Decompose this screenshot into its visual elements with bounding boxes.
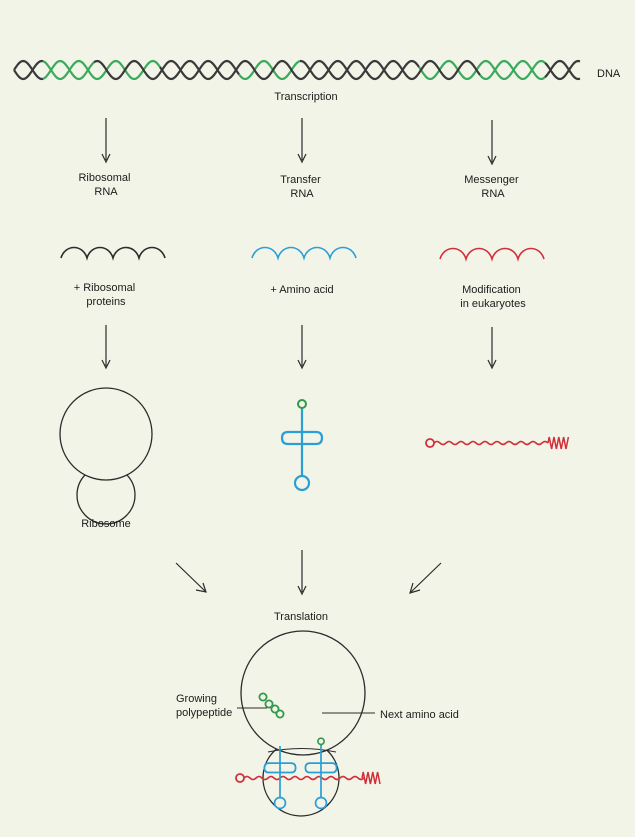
- translation-label: Translation: [274, 611, 328, 623]
- arrow-to-transfer-rna: [297, 118, 307, 164]
- dna-strand-a: [238, 59, 301, 81]
- transfer-rna-strand: [251, 246, 357, 261]
- arrow-to-trna-structure: [297, 325, 307, 370]
- dna-strand-b: [544, 59, 581, 81]
- dna-strand-b: [42, 59, 95, 81]
- growing-polypeptide-label: Growing polypeptide: [176, 693, 232, 719]
- arrow-to-ribosome: [101, 325, 111, 370]
- translation-complex: [235, 630, 381, 817]
- ribosomal-proteins-label: + Ribosomal proteins: [74, 282, 139, 308]
- ribosomal-rna-label: Ribosomal RNA: [78, 172, 133, 198]
- trna-with-next-amino-acid: [304, 737, 338, 810]
- ribosome-label: Ribosome: [81, 518, 131, 530]
- arrow-trna-to-translation: [297, 550, 307, 596]
- ribosome-shape: [59, 387, 153, 525]
- trna-cloverleaf: [280, 399, 324, 492]
- modification-label: Modification in eukaryotes: [460, 284, 526, 310]
- messenger-rna-strand: [439, 247, 545, 262]
- trna-with-polypeptide: [263, 746, 297, 810]
- amino-acid-bead: [317, 737, 325, 746]
- arrow-to-messenger-rna: [487, 120, 497, 166]
- arrow-to-ribosomal-rna: [101, 118, 111, 164]
- dna-label: DNA: [597, 68, 621, 80]
- translating-mrna: [235, 771, 381, 785]
- transcription-label: Transcription: [274, 91, 337, 103]
- amino-acid-bead: [297, 399, 307, 409]
- dna-strand-a: [13, 59, 44, 81]
- ribosomal-rna-strand: [60, 246, 166, 261]
- amino-acid-bead: [270, 704, 280, 714]
- dna-strand-a: [42, 59, 161, 81]
- growing-polypeptide-chain: [258, 692, 285, 719]
- dna-helix: [13, 59, 581, 81]
- amino-acid-label: + Amino acid: [270, 284, 333, 296]
- arrow-to-mature-mrna: [487, 327, 497, 370]
- dna-strand-a: [299, 59, 420, 81]
- next-amino-acid-label: Next amino acid: [380, 709, 459, 721]
- amino-acid-bead: [264, 699, 274, 709]
- mature-mrna: [425, 436, 570, 450]
- dna-strand-b: [93, 59, 481, 81]
- amino-acid-bead: [275, 709, 285, 719]
- transfer-rna-label: Transfer RNA: [280, 174, 324, 200]
- arrow-mrna-to-translation: [409, 562, 442, 594]
- dna-strand-b: [479, 59, 546, 81]
- dna-strand-b: [13, 59, 44, 81]
- arrow-ribosome-to-translation: [175, 562, 207, 593]
- amino-acid-bead: [258, 692, 268, 702]
- messenger-rna-label: Messenger RNA: [464, 174, 521, 200]
